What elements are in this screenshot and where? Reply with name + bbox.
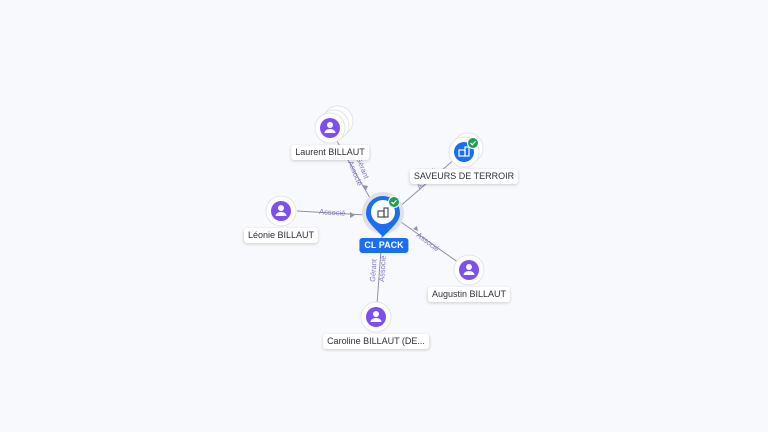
node-saveurs[interactable] xyxy=(448,132,484,168)
edge-leonie xyxy=(296,210,367,216)
node-laurent[interactable] xyxy=(314,105,354,144)
label-laurent[interactable]: Laurent BILLAUT xyxy=(291,145,369,160)
company-icon xyxy=(377,207,389,218)
arrow-augustin xyxy=(413,226,418,231)
label-caroline[interactable]: Caroline BILLAUT (DE... xyxy=(323,334,429,349)
label-saveurs[interactable]: SAVEURS DE TERROIR xyxy=(409,169,519,184)
person-icon xyxy=(271,201,291,221)
node-caroline[interactable] xyxy=(360,301,392,333)
relation-caroline-2: Associé xyxy=(377,255,388,282)
label-leonie[interactable]: Léonie BILLAUT xyxy=(243,228,319,243)
arrow-leonie xyxy=(350,212,355,218)
relation-augustin: Associé xyxy=(415,230,441,253)
node-center[interactable] xyxy=(362,192,404,237)
label-center[interactable]: CL PACK xyxy=(359,238,409,253)
label-augustin[interactable]: Augustin BILLAUT xyxy=(427,287,511,302)
arrow-laurent xyxy=(362,185,368,190)
node-augustin[interactable] xyxy=(453,254,485,286)
verified-icon xyxy=(388,196,400,208)
relation-leonie: Associé xyxy=(319,207,346,218)
person-icon xyxy=(459,260,479,280)
person-icon xyxy=(320,118,340,138)
relation-caroline-1: Gérant xyxy=(368,258,379,282)
verified-icon xyxy=(467,137,479,149)
person-icon xyxy=(366,307,386,327)
node-leonie[interactable] xyxy=(265,195,297,227)
